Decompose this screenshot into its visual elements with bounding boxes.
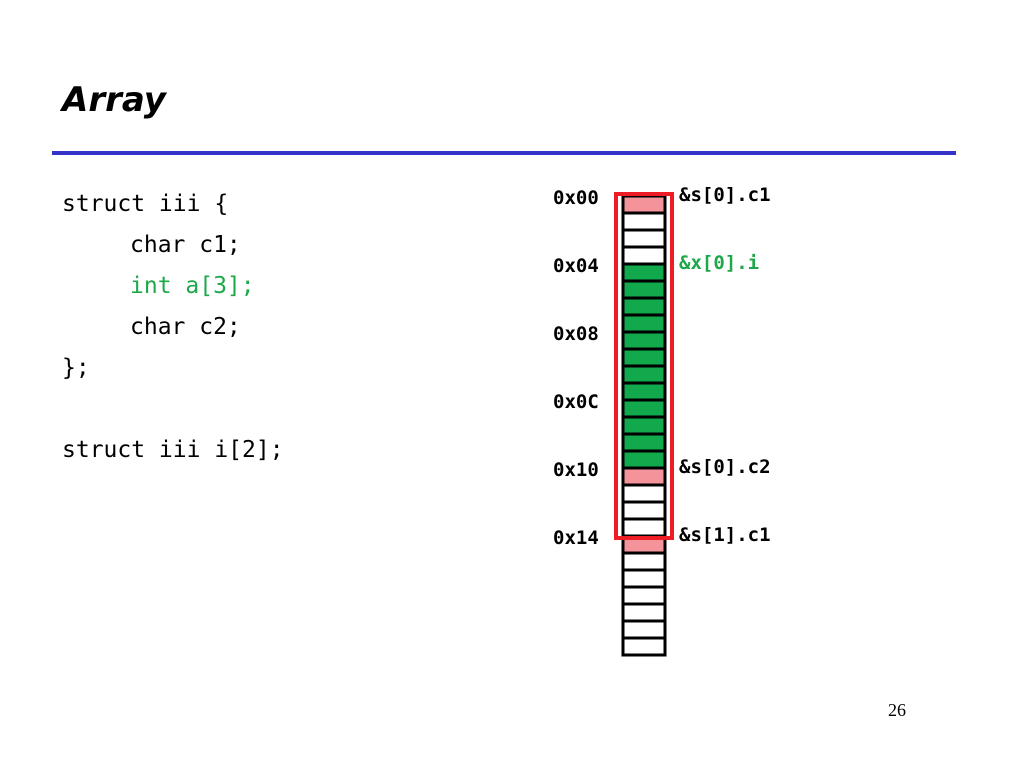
memory-byte-pad [621, 585, 667, 606]
memory-byte-int [621, 364, 667, 385]
title-divider [52, 151, 956, 155]
pointer-label: &s[0].c2 [679, 456, 771, 478]
memory-byte-pad [621, 551, 667, 572]
address-label: 0x04 [553, 255, 599, 277]
address-label: 0x08 [553, 323, 599, 345]
code-line: struct iii i[2]; [62, 437, 284, 463]
memory-byte-continuation [621, 619, 667, 640]
code-line: char c1; [130, 232, 241, 258]
code-line: int a[3]; [130, 273, 255, 299]
address-label: 0x14 [553, 527, 599, 549]
memory-byte-pad [621, 211, 667, 232]
pointer-label: &s[0].c1 [679, 184, 771, 206]
code-block: struct iii { char c1; int a[3]; char c2;}; s… [62, 184, 284, 471]
memory-byte-int [621, 415, 667, 436]
memory-byte-continuation [621, 602, 667, 623]
memory-byte-int [621, 296, 667, 317]
pointer-label: &x[0].i [679, 252, 759, 274]
memory-byte-int [621, 398, 667, 419]
memory-byte-int [621, 330, 667, 351]
memory-byte-continuation [621, 636, 667, 657]
address-label: 0x00 [553, 187, 599, 209]
code-line: }; [62, 355, 90, 381]
memory-byte-int [621, 279, 667, 300]
memory-byte-pad [621, 228, 667, 249]
address-label: 0x0C [553, 391, 599, 413]
pointer-label: &s[1].c1 [679, 524, 771, 546]
memory-byte-int [621, 449, 667, 470]
memory-byte-int [621, 313, 667, 334]
memory-byte-int [621, 381, 667, 402]
memory-byte-pad [621, 517, 667, 538]
memory-byte-char [621, 466, 667, 487]
memory-byte-pad [621, 568, 667, 589]
code-line: struct iii { [62, 191, 229, 217]
page-number: 26 [888, 700, 906, 720]
memory-byte-int [621, 262, 667, 283]
memory-byte-int [621, 432, 667, 453]
code-line: char c2; [130, 314, 241, 340]
memory-byte-char [621, 194, 667, 215]
memory-byte-pad [621, 483, 667, 504]
memory-byte-int [621, 347, 667, 368]
memory-byte-pad [621, 500, 667, 521]
struct-boundary-box [614, 192, 674, 540]
memory-byte-pad [621, 245, 667, 266]
address-label: 0x10 [553, 459, 599, 481]
slide-title: Array [62, 80, 166, 120]
